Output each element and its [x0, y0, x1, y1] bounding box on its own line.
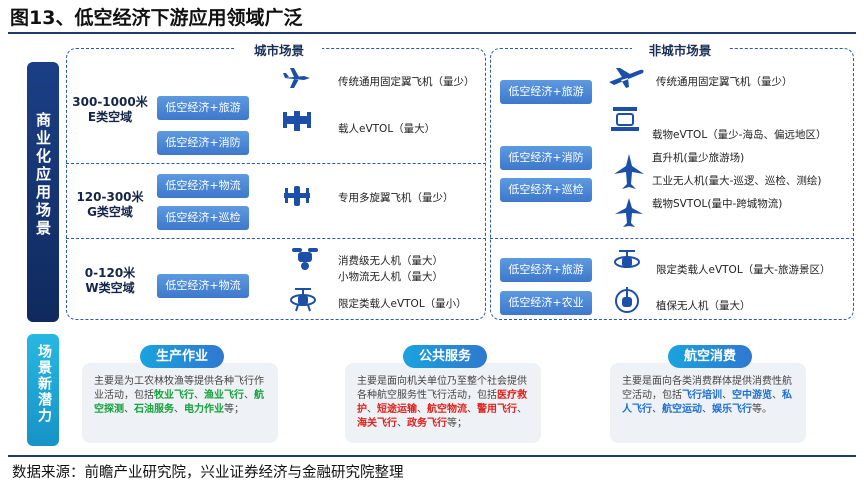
zone-divider — [66, 238, 486, 239]
cargo-evtol-icon — [611, 107, 639, 131]
fixed-wing-plane-icon — [283, 68, 310, 88]
highlight-term: 私人飞行 — [622, 390, 792, 415]
highlight-term: 短途运输 — [377, 404, 417, 415]
highlight-term: 、 — [722, 390, 732, 401]
highlight-term: 石油服务 — [134, 404, 174, 415]
city-firefighting-button: 低空经济+消防 — [157, 131, 249, 155]
highlight-term: 、 — [397, 418, 407, 429]
city-item-label: 专用多旋翼飞机（量少） — [338, 192, 454, 204]
highlight-list: 牧业飞行、渔业飞行、航空探测、石油服务、电力作业 — [94, 390, 264, 415]
city-item-label: 限定类载人eVTOL（量小） — [338, 298, 467, 310]
limited-evtol-icon — [290, 288, 316, 312]
noncity-inspection-button: 低空经济+巡检 — [500, 178, 592, 202]
highlight-term: 警用飞行 — [477, 404, 517, 415]
noncity-tourism-button: 低空经济+旅游 — [500, 80, 592, 104]
noncity-item-label: 工业无人机(量大-巡逻、巡检、测绘) — [652, 175, 822, 187]
noncity-item-label: 限定类载人eVTOL（量大-旅游景区） — [656, 264, 831, 276]
title-rule — [8, 32, 856, 34]
zone-divider — [66, 163, 486, 164]
multirotor-icon — [284, 186, 310, 206]
city-item-label: 传统通用固定翼飞机（量少） — [338, 76, 475, 88]
commercial-scenes-label: 商业化应用场景 — [27, 62, 59, 322]
consumer-drone-icon — [292, 248, 318, 270]
highlight-term: 、 — [467, 404, 477, 415]
highlight-term: 渔业飞行 — [204, 390, 244, 401]
noncity-firefighting-button: 低空经济+消防 — [500, 146, 592, 170]
footer-rule — [8, 455, 856, 457]
zone-divider — [490, 238, 854, 239]
highlight-term: 、 — [174, 404, 184, 415]
highlight-list: 医疗救护、短途运输、航空物流、警用飞行、海关飞行、政务飞行 — [357, 390, 527, 429]
highlight-term: 航空运动 — [662, 404, 702, 415]
city-tourism-button: 低空经济+旅游 — [157, 96, 249, 120]
highlight-term: 、 — [772, 390, 782, 401]
crop-drone-icon — [615, 287, 639, 313]
city-inspection-button: 低空经济+巡检 — [157, 206, 249, 230]
highlight-term: 、 — [417, 404, 427, 415]
highlight-term: 海关飞行 — [357, 418, 397, 429]
production-pill: 生产作业 — [140, 345, 224, 368]
highlight-term: 政务飞行 — [407, 418, 447, 429]
figure-title: 图13、低空经济下游应用领域广泛 — [10, 7, 303, 29]
noncity-item-label: 植保无人机（量大） — [656, 300, 751, 312]
highlight-term: 电力作业 — [184, 404, 224, 415]
noncity-header: 非城市场景 — [632, 40, 728, 59]
new-potential-label: 场景新潜力 — [27, 334, 59, 446]
highlight-list: 飞行培训、空中游览、私人飞行、航空运动、娱乐飞行 — [622, 390, 792, 415]
limited-evtol-icon — [614, 250, 640, 268]
highlight-term: 、 — [367, 404, 377, 415]
highlight-term: 、 — [702, 404, 712, 415]
potential-card-public: 主要是面向机关单位乃至整个社会提供各种航空服务性飞行活动，包括医疗救护、短途运输… — [345, 363, 541, 443]
highlight-term: 、 — [124, 404, 134, 415]
svtol-icon — [615, 198, 643, 227]
city-item-label: 载人eVTOL（量大） — [338, 123, 436, 135]
highlight-term: 、 — [244, 390, 254, 401]
city-logistics-button: 低空经济+物流 — [157, 174, 249, 198]
highlight-term: 空中游览 — [732, 390, 772, 401]
highlight-term: 娱乐飞行 — [712, 404, 752, 415]
city-item-label: 小物流无人机（量大） — [338, 271, 443, 283]
aviation-consumption-pill: 航空消费 — [668, 345, 752, 368]
noncity-agriculture-button: 低空经济+农业 — [500, 291, 592, 315]
public-service-pill: 公共服务 — [403, 345, 487, 368]
city-header: 城市场景 — [236, 40, 322, 59]
highlight-term: 、 — [517, 404, 527, 415]
potential-card-consumption: 主要是面向各类消费群体提供消费性航空活动，包括飞行培训、空中游览、私人飞行、航空… — [610, 363, 806, 443]
noncity-tourism-button-w: 低空经济+旅游 — [500, 258, 592, 282]
potential-card-production: 主要是为工农林牧渔等提供各种飞行作业活动，包括牧业飞行、渔业飞行、航空探测、石油… — [82, 363, 278, 443]
highlight-term: 、 — [194, 390, 204, 401]
evtol-icon — [283, 111, 311, 131]
highlight-term: 、 — [652, 404, 662, 415]
highlight-term: 医疗救护 — [357, 390, 527, 415]
highlight-term: 牧业飞行 — [154, 390, 194, 401]
airliner-icon — [609, 68, 644, 88]
highlight-term: 飞行培训 — [682, 390, 722, 401]
noncity-item-label: 载物SVTOL(量中-跨城物流) — [652, 198, 783, 210]
noncity-item-label: 直升机(量少旅游场) — [652, 152, 745, 164]
highlight-term: 航空物流 — [427, 404, 467, 415]
noncity-item-label: 传统通用固定翼飞机（量少） — [656, 76, 793, 88]
noncity-item-label: 载物eVTOL（量少-海岛、偏远地区） — [652, 129, 827, 141]
source-note: 数据来源：前瞻产业研究院，兴业证券经济与金融研究院整理 — [12, 465, 404, 481]
city-item-label: 消费级无人机（量大） — [338, 255, 443, 267]
highlight-term: 航空探测 — [94, 390, 264, 415]
city-logistics-button-w: 低空经济+物流 — [157, 274, 249, 298]
helicopter-icon — [614, 154, 644, 189]
